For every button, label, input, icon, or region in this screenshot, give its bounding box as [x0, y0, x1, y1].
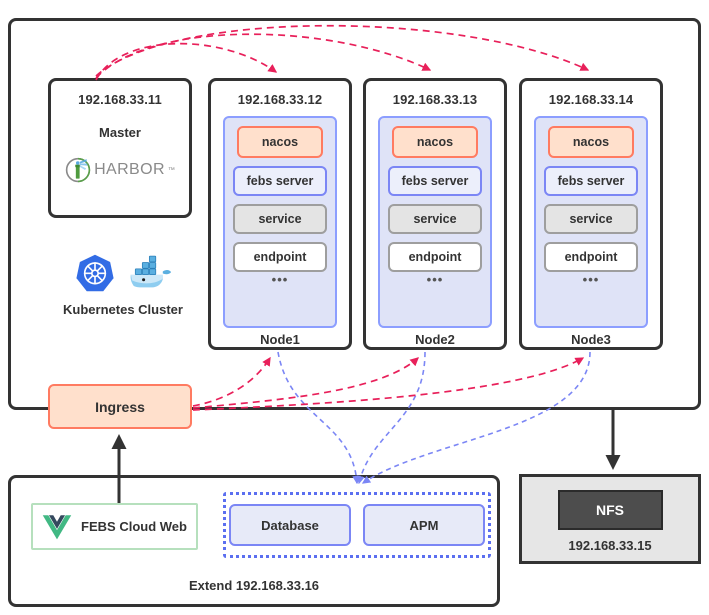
platform-caption: Kubernetes Cluster — [63, 302, 183, 317]
harbor-icon — [65, 157, 91, 183]
node-pod-panel: nacos febs server service endpoint ••• — [378, 116, 492, 328]
platform-icons-group: Kubernetes Cluster — [48, 252, 198, 317]
node-ip: 192.168.33.13 — [392, 92, 478, 107]
kubernetes-icon — [76, 254, 114, 292]
extend-caption: Extend 192.168.33.16 — [188, 578, 320, 593]
harbor-trademark: ™ — [167, 166, 175, 174]
component-more-indicator: ••• — [426, 272, 444, 287]
node-pod-panel: nacos febs server service endpoint ••• — [534, 116, 648, 328]
component-endpoint[interactable]: endpoint — [544, 242, 638, 272]
worker-node-card-2[interactable]: 192.168.33.13 nacos febs server service … — [363, 78, 507, 350]
component-febs-server[interactable]: febs server — [544, 166, 638, 196]
component-more-indicator: ••• — [271, 272, 289, 287]
component-nacos[interactable]: nacos — [392, 126, 478, 158]
master-role: Master — [99, 125, 141, 140]
component-nacos[interactable]: nacos — [548, 126, 634, 158]
component-febs-server[interactable]: febs server — [388, 166, 482, 196]
ingress-box[interactable]: Ingress — [48, 384, 192, 429]
harbor-logo: HARBOR ™ — [65, 157, 175, 183]
node-ip: 192.168.33.14 — [548, 92, 634, 107]
febs-cloud-web-label: FEBS Cloud Web — [81, 519, 187, 534]
nfs-ip: 192.168.33.15 — [568, 538, 652, 553]
component-endpoint[interactable]: endpoint — [233, 242, 327, 272]
master-node-card[interactable]: 192.168.33.11 Master HARBOR ™ — [48, 78, 192, 218]
component-nacos[interactable]: nacos — [237, 126, 323, 158]
extend-services-group: Database APM — [223, 492, 491, 558]
apm-box[interactable]: APM — [363, 504, 485, 546]
node-label: Node2 — [415, 332, 455, 347]
component-febs-server[interactable]: febs server — [233, 166, 327, 196]
node-ip: 192.168.33.12 — [237, 92, 323, 107]
node-pod-panel: nacos febs server service endpoint ••• — [223, 116, 337, 328]
nfs-label: NFS — [557, 490, 663, 530]
worker-node-card-3[interactable]: 192.168.33.14 nacos febs server service … — [519, 78, 663, 350]
component-service[interactable]: service — [544, 204, 638, 234]
node-label: Node1 — [260, 332, 300, 347]
database-box[interactable]: Database — [229, 504, 351, 546]
nfs-container[interactable]: NFS 192.168.33.15 — [519, 474, 701, 564]
ingress-label: Ingress — [95, 398, 145, 415]
master-ip: 192.168.33.11 — [78, 92, 162, 107]
febs-cloud-web-box[interactable]: FEBS Cloud Web — [31, 503, 198, 550]
component-service[interactable]: service — [388, 204, 482, 234]
node-label: Node3 — [571, 332, 611, 347]
component-endpoint[interactable]: endpoint — [388, 242, 482, 272]
component-service[interactable]: service — [233, 204, 327, 234]
vue-icon — [42, 514, 72, 539]
component-more-indicator: ••• — [582, 272, 600, 287]
docker-icon — [130, 255, 172, 288]
harbor-wordmark: HARBOR — [94, 161, 165, 178]
worker-node-card-1[interactable]: 192.168.33.12 nacos febs server service … — [208, 78, 352, 350]
